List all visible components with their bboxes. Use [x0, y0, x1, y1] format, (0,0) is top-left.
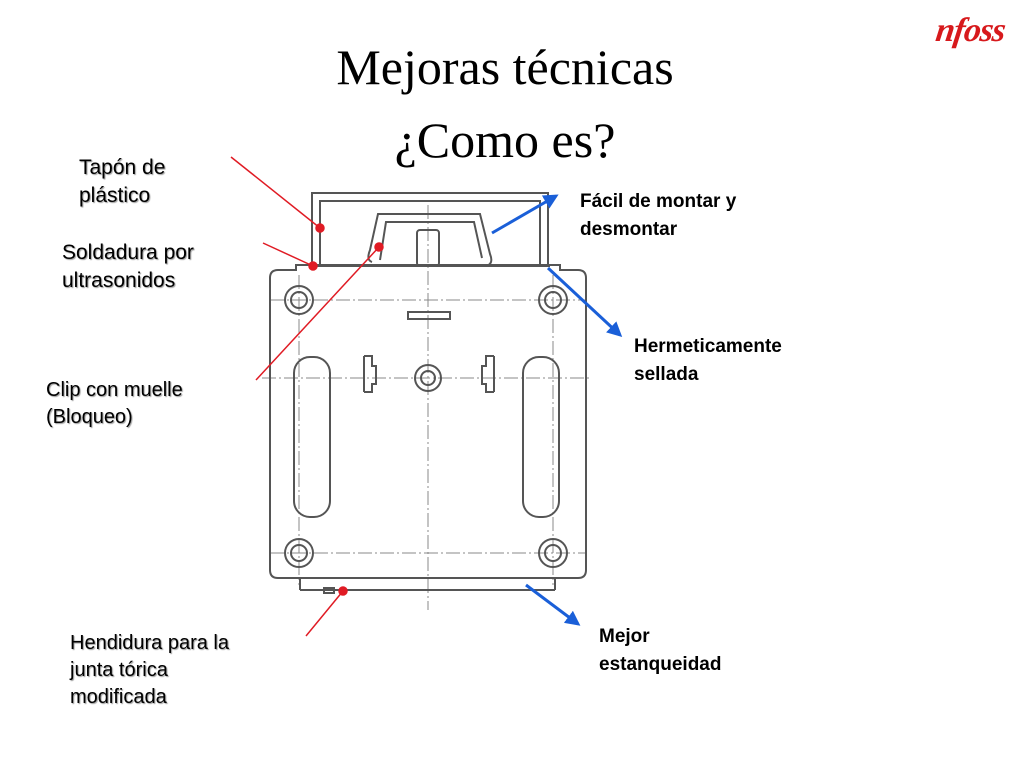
pointer-tapon: [230, 156, 321, 229]
pointer-hendidura-dot: [338, 586, 348, 596]
label-soldadura-ultrasonidos: Soldadura por ultrasonidos: [62, 239, 194, 296]
blue-arrows: [491, 194, 623, 626]
hole-top-left-inner: [290, 291, 308, 309]
mounting-holes: [284, 285, 568, 568]
hole-top-right: [538, 285, 568, 315]
plug-outer: [311, 192, 549, 266]
right-bracket: [481, 355, 495, 393]
label-facil-montar: Fácil de montar y desmontar: [580, 188, 736, 243]
pointer-soldadura-dot: [308, 261, 318, 271]
label-line: Mejor: [599, 626, 650, 647]
pointer-hendidura: [305, 590, 344, 637]
label-line: plástico: [79, 184, 151, 208]
oring-groove: [323, 587, 335, 594]
slide-subtitle: ¿Como es?: [394, 112, 616, 168]
pointer-soldadura: [262, 242, 314, 267]
pointer-clip-dot: [374, 242, 384, 252]
hole-top-right-inner: [544, 291, 562, 309]
top-indicator-slot: [407, 311, 451, 320]
arrow-hermetica: [546, 266, 623, 338]
label-line: modificada: [70, 686, 167, 708]
label-hermeticamente-sellada: Hermeticamente sellada: [634, 333, 782, 388]
label-line: desmontar: [580, 218, 678, 240]
hole-bottom-left-inner: [290, 544, 308, 562]
label-line: Fácil de montar y: [580, 191, 737, 212]
red-pointers: [230, 156, 384, 637]
center-hole-inner: [420, 370, 436, 386]
arrow-estanqueidad: [525, 583, 581, 626]
spring-clip: [367, 213, 493, 267]
clip-slot: [416, 229, 440, 267]
label-clip-muelle: Clip con muelle (Bloqueo): [46, 377, 183, 431]
label-line: Hermeticamente: [634, 336, 782, 357]
plug-inner: [319, 200, 541, 266]
label-line: estanqueidad: [599, 653, 722, 675]
hole-top-left: [284, 285, 314, 315]
label-tapon-plastico: Tapón de plástico: [79, 154, 165, 211]
plate-outline: [269, 264, 587, 579]
label-line: Soldadura por: [62, 241, 194, 264]
left-slot: [293, 356, 331, 518]
label-hendidura-junta: Hendidura para la junta tórica modificad…: [70, 630, 229, 711]
right-slot: [522, 356, 560, 518]
label-line: Hendidura para la: [70, 632, 229, 654]
hole-bottom-right: [538, 538, 568, 568]
left-bracket: [363, 355, 377, 393]
label-mejor-estanqueidad: Mejor estanqueidad: [599, 623, 721, 678]
clip-outer: [367, 213, 493, 267]
pointer-clip: [255, 246, 380, 381]
label-line: sellada: [634, 363, 699, 385]
label-line: ultrasonidos: [62, 269, 176, 293]
centerlines: [262, 205, 590, 610]
label-line: (Bloqueo): [46, 406, 133, 428]
plate-details: [293, 311, 560, 518]
hole-bottom-right-inner: [544, 544, 562, 562]
label-line: Clip con muelle: [46, 379, 183, 401]
center-hole: [414, 364, 442, 392]
arrow-facil: [491, 194, 559, 235]
pointer-tapon-dot: [315, 223, 325, 233]
label-line: junta tórica: [70, 659, 168, 681]
clip-inner: [379, 221, 483, 261]
hole-bottom-left: [284, 538, 314, 568]
slide-title: Mejoras técnicas: [336, 39, 674, 95]
label-line: Tapón de: [79, 156, 166, 179]
